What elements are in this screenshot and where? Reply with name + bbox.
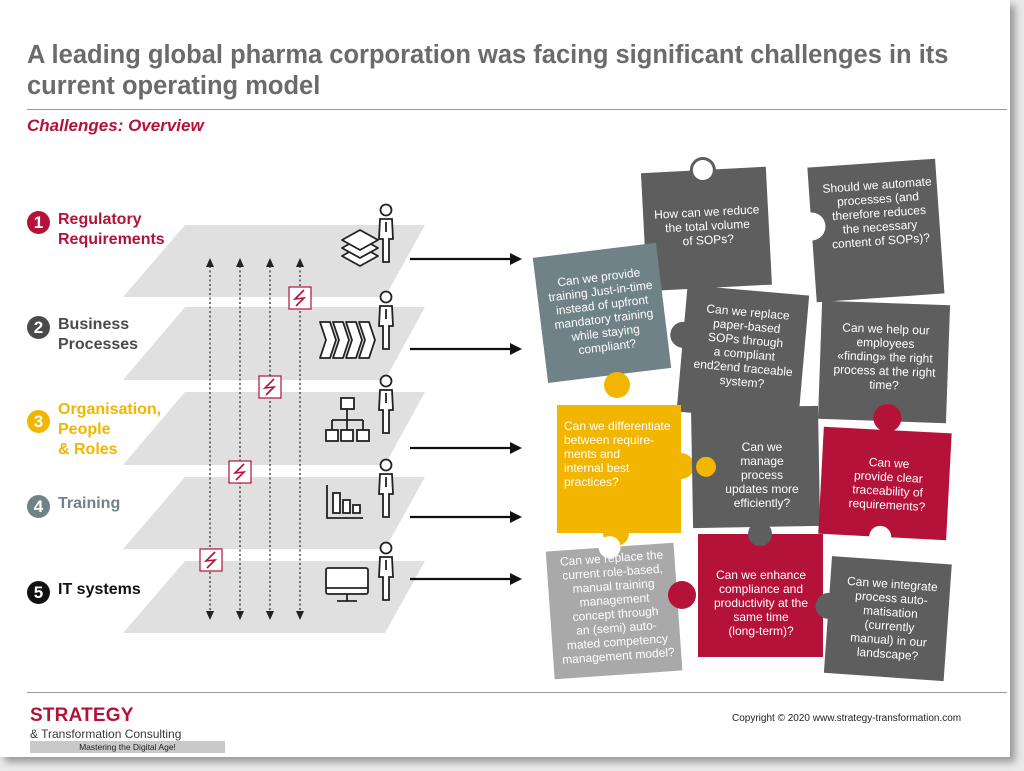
footer-divider: [27, 692, 1007, 693]
org-chart-icon: [325, 397, 370, 442]
layer-number-5: 5: [27, 581, 50, 604]
layer-diagram: [123, 157, 952, 682]
logo-subtitle: & Transformation Consulting: [30, 727, 182, 741]
puzzle-piece-10: [668, 522, 823, 657]
layer-5: 5 IT systems: [27, 580, 141, 604]
person-icon: [378, 541, 394, 601]
layer-number-4: 4: [27, 495, 50, 518]
puzzle-piece-9: [545, 536, 683, 680]
title-divider: [27, 109, 1007, 110]
layer-label-3: Organisation,People& Roles: [58, 401, 162, 458]
puzzle-piece-11: [815, 556, 952, 682]
slide: A leading global pharma corporation was …: [0, 0, 1010, 757]
lightning-icon: [258, 375, 282, 399]
layer-label-5: IT systems: [58, 581, 141, 598]
process-chevrons-icon: [319, 321, 376, 359]
layer-number-3: 3: [27, 410, 50, 433]
puzzle-piece-4: [670, 285, 810, 423]
layer-number-2: 2: [27, 316, 50, 339]
person-icon: [378, 203, 394, 263]
puzzle-piece-7: [690, 405, 821, 529]
puzzle-tab: [604, 372, 630, 398]
person-icon: [378, 458, 394, 518]
layer-plane-4: [123, 477, 425, 549]
layer-plane-3: [123, 392, 425, 465]
monitor-icon: [325, 567, 369, 602]
copyright: Copyright © 2020 www.strategy-transforma…: [732, 713, 962, 724]
puzzle-piece-3: [532, 242, 672, 383]
training-chart-icon: [326, 485, 363, 519]
lightning-icon: [228, 460, 252, 484]
layer-4: 4 Training: [27, 494, 120, 518]
logo-tagline: Mastering the Digital Age!: [30, 741, 225, 753]
lightning-icon: [288, 286, 312, 310]
layers-icon: [341, 229, 379, 267]
puzzle-piece-5: [818, 300, 951, 424]
puzzle-piece-8: [818, 404, 952, 548]
logo-title: STRATEGY: [30, 705, 134, 726]
page-title: A leading global pharma corporation was …: [27, 41, 949, 100]
puzzle-piece-1: [640, 157, 772, 292]
person-icon: [378, 374, 394, 434]
person-icon: [378, 290, 394, 350]
layer-number-1: 1: [27, 211, 50, 234]
page-subtitle: Challenges: Overview: [27, 116, 204, 135]
lightning-icon: [199, 548, 223, 572]
layer-label-4: Training: [58, 495, 121, 512]
layer-3: 3 Organisation,People& Roles: [27, 400, 161, 460]
puzzle-piece-2: [797, 158, 945, 303]
